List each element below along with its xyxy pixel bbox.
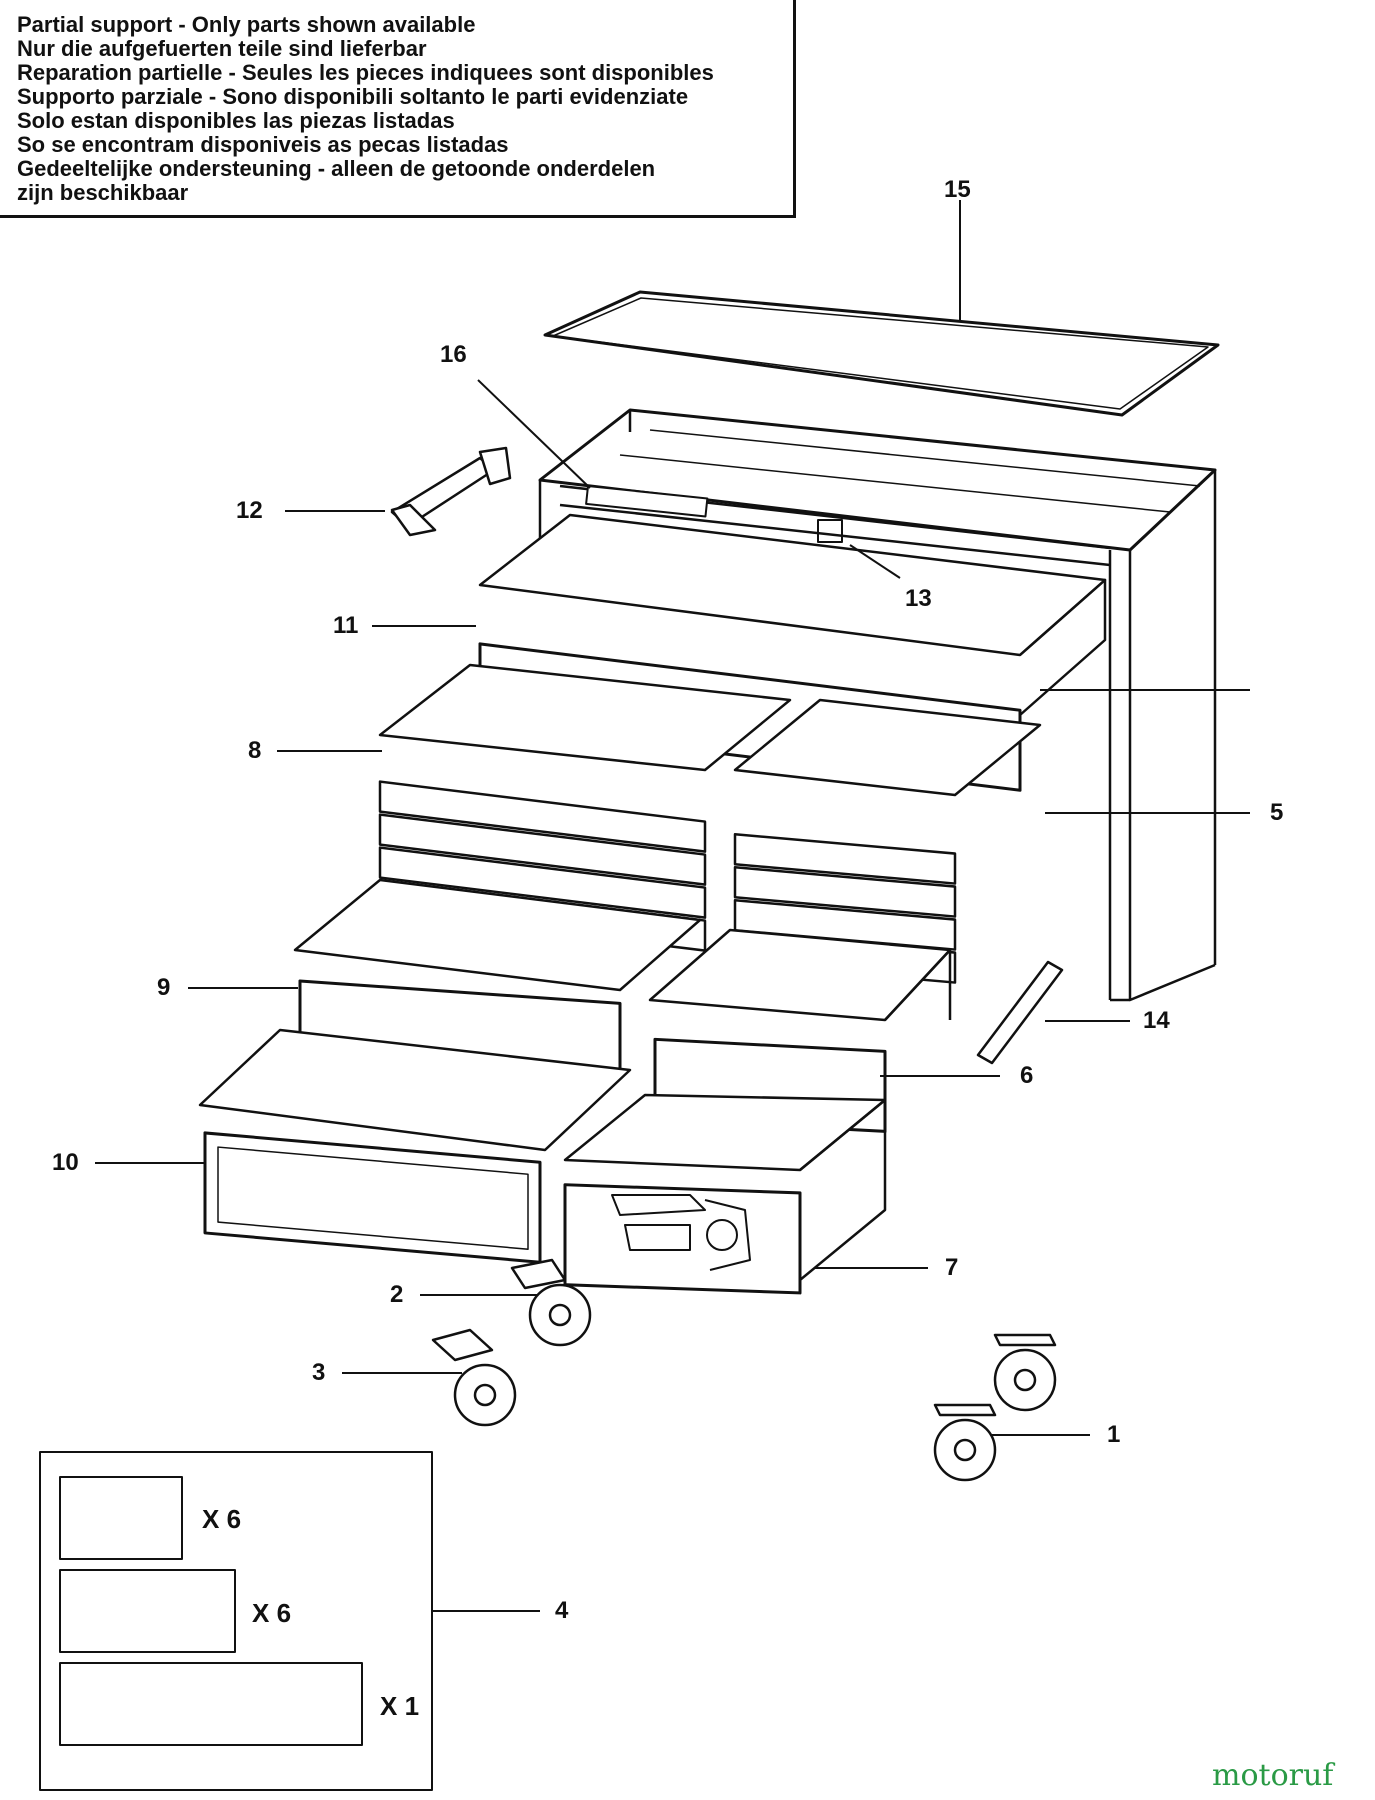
notice-line: zijn beschikbaar (17, 180, 189, 205)
notice-line: Reparation partielle - Seules les pieces… (17, 60, 714, 85)
callout-4: 4 (555, 1597, 569, 1624)
callout-13: 13 (905, 585, 932, 612)
caster-swivel-brake-2 (510, 1258, 592, 1347)
kit-quantity-medium: X 6 (252, 1598, 292, 1628)
callout-1: 1 (1107, 1421, 1121, 1448)
callout-5: 5 (1270, 799, 1284, 826)
leader-lines (95, 200, 1250, 1612)
left-deep-drawer (198, 1028, 632, 1264)
top-mat (543, 290, 1220, 417)
availability-notice: Partial support - Only parts shown avail… (0, 0, 796, 218)
watermark-logo: motoruf (1212, 1758, 1334, 1793)
callout-16: 16 (440, 341, 467, 368)
callout-14: 14 (1143, 1007, 1170, 1034)
callout-9: 9 (157, 974, 171, 1001)
insert-kit-box (39, 1451, 433, 1791)
side-handle (390, 446, 512, 537)
notice-line: Supporto parziale - Sono disponibili sol… (17, 84, 689, 109)
kit-quantity-small: X 6 (202, 1504, 242, 1534)
caster-fixed-1a (993, 1333, 1057, 1412)
notice-line: So se encontram disponiveis as pecas lis… (17, 132, 509, 157)
callout-15: 15 (944, 176, 971, 203)
callout-10: 10 (52, 1149, 79, 1176)
right-deep-drawer (563, 1093, 887, 1295)
drawer-slide-rail (976, 960, 1064, 1065)
callout-2: 2 (390, 1281, 404, 1308)
notice-line: Solo estan disponibles las piezas listad… (17, 108, 455, 133)
kit-quantity-large: X 1 (380, 1691, 420, 1721)
notice-line: Nur die aufgefuerten teile sind lieferba… (17, 36, 427, 61)
callout-6: 6 (1020, 1062, 1034, 1089)
caster-fixed-1b (933, 1403, 997, 1482)
callout-11: 11 (333, 612, 359, 639)
callout-12: 12 (236, 497, 263, 524)
callout-7: 7 (945, 1254, 959, 1281)
notice-line: Gedeeltelijke ondersteuning - alleen de … (17, 156, 656, 181)
cabinet-logo-plate (585, 484, 709, 518)
caster-swivel-brake-3 (431, 1328, 517, 1427)
notice-line: Partial support - Only parts shown avail… (17, 12, 476, 37)
callout-3: 3 (312, 1359, 326, 1386)
callout-8: 8 (248, 737, 262, 764)
